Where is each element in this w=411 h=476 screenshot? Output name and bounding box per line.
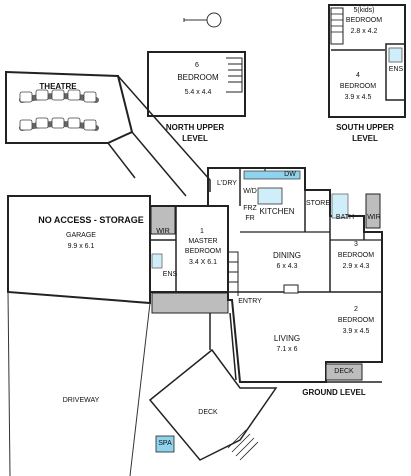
bedroom-4-number: 4 <box>356 72 360 79</box>
bedroom-5-number: 5(kids) <box>353 7 375 14</box>
entry-label: ENTRY <box>238 298 262 305</box>
deck-right-label: DECK <box>334 368 354 375</box>
dining-name: DINING <box>273 251 301 260</box>
garage-note: NO ACCESS - STORAGE <box>38 215 144 225</box>
south-upper-level-line1: SOUTH UPPER <box>336 123 394 132</box>
master-dims: 3.4 X 6.1 <box>188 259 218 266</box>
living-name: LIVING <box>273 334 301 343</box>
south-upper-plan <box>328 4 406 118</box>
bedroom-5-name: BEDROOM <box>345 17 383 24</box>
bedroom-6-dims: 5.4 x 4.4 <box>184 89 212 96</box>
bedroom-5-dims: 2.8 x 4.2 <box>350 28 378 35</box>
master-line1: MASTER <box>188 238 218 245</box>
bedroom-3-name: BEDROOM <box>337 252 375 259</box>
south-ens-label: ENS <box>388 66 404 73</box>
bedroom-2-number: 2 <box>354 306 358 313</box>
bedroom-2-dims: 3.9 x 4.5 <box>342 328 370 335</box>
master-line2: BEDROOM <box>184 248 222 255</box>
dining-dims: 6 x 4.3 <box>276 263 298 270</box>
theatre-plan <box>5 70 134 144</box>
compass-icon <box>183 12 222 28</box>
driveway-lines <box>7 291 151 476</box>
ldry-label: L'DRY <box>217 180 237 187</box>
bedroom-3-number: 3 <box>354 241 358 248</box>
bedroom-3-dims: 2.9 x 4.3 <box>342 263 370 270</box>
ground-wir-label: WIR <box>367 214 381 221</box>
bedroom-6-number: 6 <box>195 62 199 69</box>
ground-level-label: GROUND LEVEL <box>302 388 366 397</box>
master-ens-label: ENS <box>162 271 178 278</box>
living-dims: 7.1 x 6 <box>276 346 298 353</box>
driveway-label: DRIVEWAY <box>62 397 100 404</box>
ground-plan <box>207 167 383 383</box>
theatre-label: THEATRE <box>39 82 77 91</box>
fr-label: FR <box>245 215 255 222</box>
store-label: STORE <box>306 200 330 207</box>
north-upper-level-line1: NORTH UPPER <box>165 123 225 132</box>
bedroom-6-name: BEDROOM <box>177 73 219 82</box>
kitchen-label: KITCHEN <box>259 207 295 216</box>
bath-label: BATH <box>335 214 355 221</box>
north-upper-level-line2: LEVEL <box>182 134 208 143</box>
wd-label: W/D <box>243 188 257 195</box>
bedroom-4-dims: 3.9 x 4.5 <box>344 94 372 101</box>
garage-name: GARAGE <box>66 232 96 239</box>
garage-wir-label: WIR <box>156 228 170 235</box>
master-number: 1 <box>200 228 204 235</box>
south-upper-level-line2: LEVEL <box>352 134 378 143</box>
frz-label: FRZ <box>243 205 257 212</box>
dw-label: DW <box>284 171 296 178</box>
bedroom-2-name: BEDROOM <box>337 317 375 324</box>
north-upper-plan <box>147 51 246 117</box>
spa-label: SPA <box>158 440 172 447</box>
deck-label: DECK <box>198 409 218 416</box>
deck-plan <box>148 348 278 461</box>
garage-dims: 9.9 x 6.1 <box>67 243 95 250</box>
bedroom-4-name: BEDROOM <box>339 83 377 90</box>
